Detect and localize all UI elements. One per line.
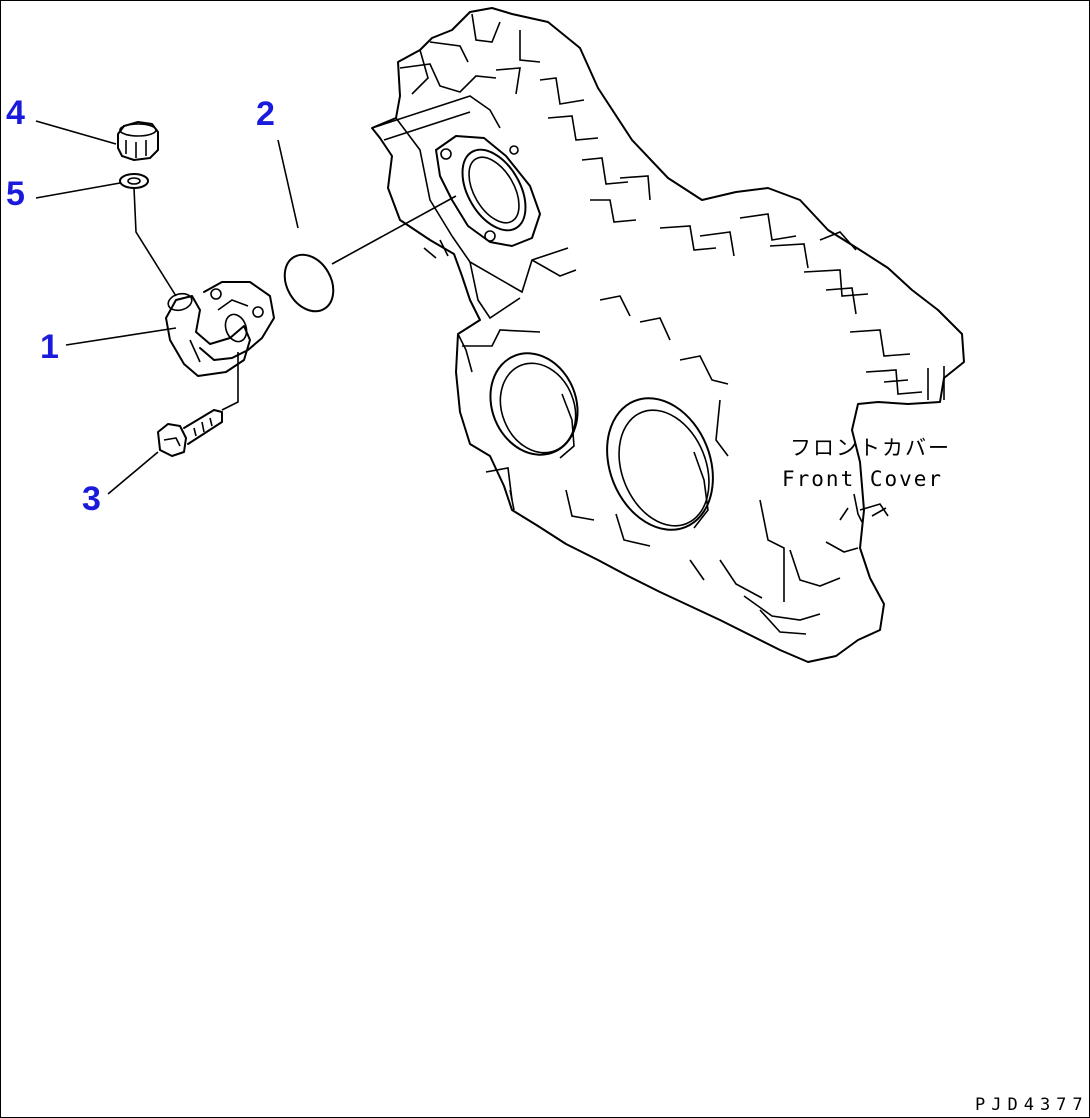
drawing-code: PJD4377 [975, 1095, 1089, 1115]
callout-1: 1 [40, 328, 59, 366]
callout-4: 4 [6, 94, 25, 132]
part-5-washer [119, 173, 149, 189]
callout-leaders [35, 120, 887, 523]
assembly-lines [133, 187, 457, 411]
part-3-bolt [157, 409, 223, 457]
part-4-cap [117, 121, 159, 161]
part-2-o-ring [283, 253, 335, 313]
front-cover-label-jp: フロントカバー [790, 436, 951, 460]
part-1-filler-tube [165, 281, 275, 377]
callout-5: 5 [6, 175, 25, 213]
front-cover-label-en: Front Cover [782, 467, 943, 491]
callout-3: 3 [82, 480, 101, 518]
front-cover-housing [371, 7, 965, 663]
bore-right [606, 397, 714, 531]
callout-2: 2 [256, 95, 275, 133]
filler-port-opening [435, 135, 541, 247]
bore-left [489, 352, 579, 459]
